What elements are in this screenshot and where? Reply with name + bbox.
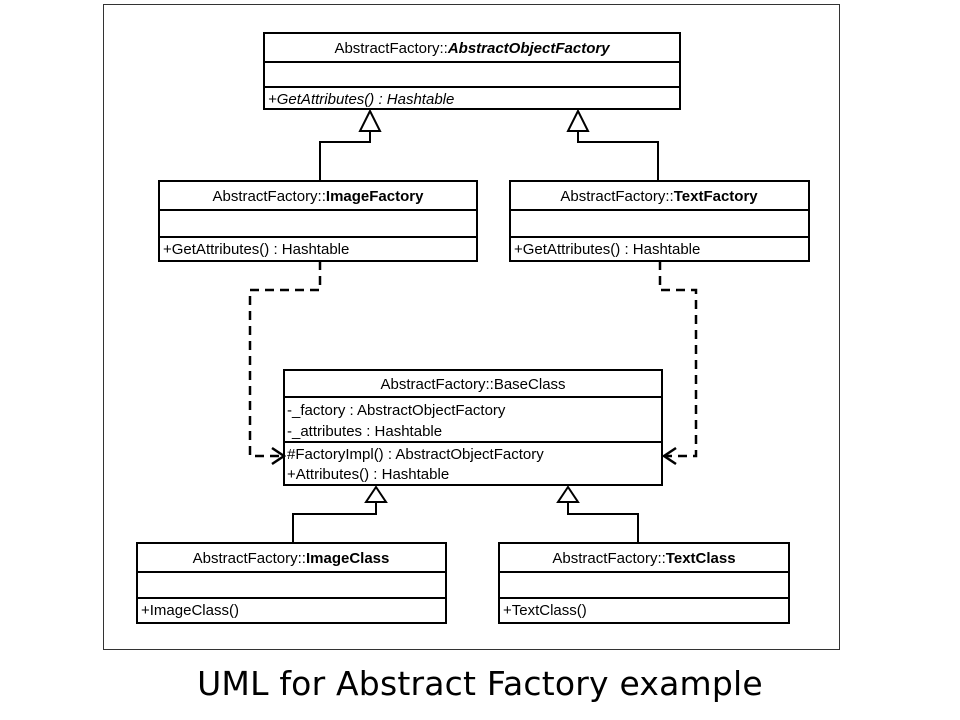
text-factory-operation: +GetAttributes() : Hashtable bbox=[514, 241, 700, 258]
class-prefix: AbstractFactory:: bbox=[552, 550, 665, 567]
class-image-class bbox=[136, 542, 447, 624]
abstract-object-factory-operation: +GetAttributes() : Hashtable bbox=[268, 91, 454, 108]
base-class-attribute: -_attributes : Hashtable bbox=[287, 423, 442, 440]
text-class-operation: +TextClass() bbox=[503, 602, 587, 619]
generalization-image-class bbox=[292, 502, 377, 543]
class-abstract-object-factory bbox=[263, 32, 681, 110]
dependency-text-factory-base bbox=[658, 261, 698, 458]
class-text-class bbox=[498, 542, 790, 624]
image-factory-title: AbstractFactory::ImageFactory bbox=[213, 188, 425, 205]
text-class-title: AbstractFactory::TextClass bbox=[552, 550, 735, 567]
text-factory-title: AbstractFactory::TextFactory bbox=[560, 188, 758, 205]
class-name: AbstractObjectFactory bbox=[447, 40, 610, 57]
generalization-arrowhead bbox=[358, 108, 382, 132]
class-image-factory bbox=[158, 180, 478, 262]
generalization-arrowhead bbox=[566, 108, 590, 132]
generalization-image-factory bbox=[319, 131, 371, 181]
class-text-factory bbox=[509, 180, 810, 262]
generalization-arrowhead bbox=[364, 485, 388, 503]
class-prefix: AbstractFactory:: bbox=[193, 550, 306, 567]
class-name: TextFactory bbox=[674, 188, 759, 205]
class-name: ImageClass bbox=[306, 550, 389, 567]
class-name: TextClass bbox=[666, 550, 736, 567]
base-class-title: AbstractFactory::BaseClass bbox=[380, 376, 565, 393]
class-base-class bbox=[283, 369, 663, 486]
class-name: ImageFactory bbox=[326, 188, 424, 205]
image-factory-operation: +GetAttributes() : Hashtable bbox=[163, 241, 349, 258]
generalization-text-class bbox=[567, 502, 639, 543]
dependency-arrowhead bbox=[661, 446, 677, 466]
base-class-operation: +Attributes() : Hashtable bbox=[287, 466, 449, 483]
class-prefix: AbstractFactory:: bbox=[213, 188, 326, 205]
image-class-title: AbstractFactory::ImageClass bbox=[193, 550, 390, 567]
image-class-operation: +ImageClass() bbox=[141, 602, 239, 619]
diagram-caption: UML for Abstract Factory example bbox=[197, 664, 763, 703]
class-prefix: AbstractFactory:: bbox=[334, 40, 447, 57]
generalization-text-factory bbox=[577, 131, 659, 181]
abstract-object-factory-title: AbstractFactory::AbstractObjectFactory bbox=[334, 40, 610, 57]
dependency-image-factory-base bbox=[248, 261, 322, 458]
generalization-arrowhead bbox=[556, 485, 580, 503]
base-class-attribute: -_factory : AbstractObjectFactory bbox=[287, 402, 506, 419]
dependency-arrowhead bbox=[271, 446, 287, 466]
base-class-operation: #FactoryImpl() : AbstractObjectFactory bbox=[287, 446, 544, 463]
class-prefix: AbstractFactory:: bbox=[560, 188, 673, 205]
